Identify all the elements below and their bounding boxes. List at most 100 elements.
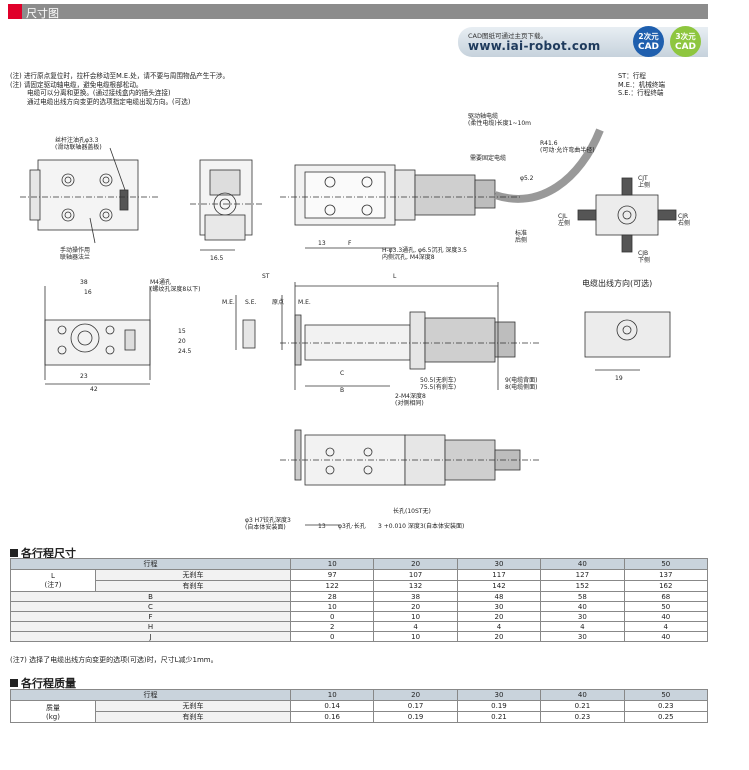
- table-cell: 10: [373, 631, 458, 642]
- label-drive-cable: 驱动轴电缆: [468, 112, 498, 120]
- label-h7-sub: (自本体安装面): [245, 523, 286, 531]
- row-label-l: L(注7): [10, 569, 96, 592]
- table-cell: 28: [289, 591, 375, 602]
- dim-15: 15: [178, 328, 186, 335]
- note-line: (注) 进行原点复位时，拉杆会移动至M.E.处，请不要与周围物品产生干涉。: [10, 72, 230, 80]
- cad-download-note: CAD图纸可通过主页下载。: [468, 32, 547, 40]
- label-phi3: φ3孔·长孔: [338, 522, 366, 530]
- label-manual-flange: 手动操作用: [60, 246, 90, 254]
- table-header: 40: [540, 689, 625, 701]
- label-cjt-sub: 上侧: [638, 181, 650, 189]
- table-cell: 4: [623, 621, 709, 632]
- table-cell: 4: [456, 621, 542, 632]
- table-cell: 38: [373, 591, 458, 602]
- label-me-right: M.E.: [298, 299, 311, 306]
- note-line: 通过电缆出线方向变更的选项指定电缆出现方向。(可选): [27, 97, 191, 106]
- table-cell: 142: [456, 580, 542, 592]
- table-cell: 132: [373, 580, 458, 592]
- label-st: ST: [262, 273, 270, 280]
- table-header: 10: [289, 558, 375, 570]
- table-header: 20: [373, 689, 458, 701]
- label-cable-back: 9(电缆背面): [505, 376, 538, 384]
- badge-2d-top: 2次元: [638, 31, 659, 41]
- label-l75-5: 75.5(有刹车): [420, 383, 456, 391]
- table-cell: 10: [373, 611, 458, 622]
- table-cell: 10: [289, 601, 375, 612]
- label-std: 标准: [515, 229, 527, 237]
- table-header: 行程: [10, 689, 291, 701]
- row-label: H: [10, 621, 291, 632]
- note-line: (注) 请固定驱动轴电缆，避免电缆根部松动。: [10, 80, 143, 89]
- label-l: L: [393, 273, 397, 280]
- label-se: S.E.: [245, 299, 257, 306]
- table-cell: 0: [289, 611, 375, 622]
- table-cell: 0.17: [373, 700, 458, 712]
- mass-unit: (kg): [46, 712, 60, 721]
- label-drive-cable-sub: (柔性电缆)长度1~10m: [468, 119, 531, 127]
- table-cell: 0: [289, 631, 375, 642]
- label-cable-dir: 电缆出线方向(可选): [582, 278, 652, 288]
- label-std-sub: 后侧: [515, 236, 527, 244]
- table-header: 30: [456, 689, 542, 701]
- table-cell: 162: [623, 580, 709, 592]
- label-depth3: 3 +0.010 深度3(自本体安装面): [378, 522, 464, 530]
- label-cjt: CJT: [638, 175, 648, 182]
- table-cell: 30: [540, 631, 625, 642]
- section-title-bar: 尺寸图: [8, 4, 708, 20]
- table-cell: 122: [289, 580, 375, 592]
- table-cell: 4: [540, 621, 625, 632]
- dim-13: 13: [318, 240, 326, 247]
- table-cell: 20: [456, 631, 542, 642]
- table2-heading: 各行程质量: [10, 675, 76, 691]
- table-cell: 0.19: [456, 700, 542, 712]
- table-cell: 0.14: [289, 700, 375, 712]
- cad-download-banner[interactable]: CAD图纸可通过主页下载。 www.iai-robot.com: [458, 27, 708, 57]
- label-phi5-2: φ5.2: [520, 175, 534, 182]
- table-cell: 50: [623, 601, 709, 612]
- website-url[interactable]: www.iai-robot.com: [468, 39, 601, 53]
- table-header: 行程: [10, 558, 291, 570]
- table-cell: 0.25: [623, 711, 709, 723]
- table-cell: 68: [623, 591, 709, 602]
- table-cell: 30: [540, 611, 625, 622]
- table-cell: 20: [373, 601, 458, 612]
- label-me-left: M.E.: [222, 299, 235, 306]
- row-label: 无刹车: [95, 700, 291, 712]
- stroke-dimension-table: 行程 10 20 30 40 50 L(注7) 无刹车 97 107 117 1…: [10, 558, 709, 642]
- label-cjb-sub: 下侧: [638, 256, 650, 264]
- table-cell: 40: [623, 631, 709, 642]
- dim-19: 19: [615, 375, 623, 382]
- table-cell: 4: [373, 621, 458, 632]
- table-cell: 0.21: [456, 711, 542, 723]
- title-marker: [8, 4, 22, 19]
- label-m4-2-sub: (对侧相同): [395, 399, 424, 407]
- label-r41-6-sub: (可动·允许弯曲半径): [540, 146, 595, 154]
- dimension-drawing: 丝杆注油孔φ3.3 (滑动联轴器盖板) 手动操作用 联轴器法兰 16.5 驱动轴…: [20, 112, 690, 531]
- table-header: 10: [289, 689, 375, 701]
- label-h7: φ3 H7铰孔深度3: [245, 516, 291, 524]
- notes: (注) 进行原点复位时，拉杆会移动至M.E.处，请不要与周围物品产生干涉。 (注…: [10, 72, 229, 106]
- dim-16-5: 16.5: [210, 255, 224, 262]
- table-cell: 40: [540, 601, 625, 612]
- row-label: 有刹车: [95, 580, 291, 592]
- label-l50-5: 50.5(无刹车): [420, 376, 456, 384]
- table-cell: 48: [456, 591, 542, 602]
- table1-note: (注7) 选择了电缆出线方向变更的选项(可选)时，尺寸L减少1mm。: [10, 656, 218, 664]
- table-cell: 127: [540, 569, 625, 581]
- label-m4-sub: (螺纹孔深度8以下): [150, 285, 201, 293]
- dim-b: B: [340, 387, 344, 394]
- dim-c: C: [340, 370, 344, 377]
- table-cell: 0.23: [540, 711, 625, 723]
- label-manual-flange-sub: 联轴器法兰: [60, 253, 90, 261]
- legend-line: ST：行程: [618, 72, 646, 80]
- page-title: 尺寸图: [26, 7, 59, 20]
- label-cable-side: 8(电缆侧面): [505, 383, 538, 391]
- label-screw-hole-sub: (滑动联轴器盖板): [55, 143, 102, 151]
- badge-3d-top: 3次元: [675, 31, 696, 41]
- label-m4: M4通孔: [150, 278, 171, 286]
- table-cell: 97: [289, 569, 375, 581]
- table-header: 30: [456, 558, 542, 570]
- badge-2d-bottom: CAD: [637, 41, 660, 52]
